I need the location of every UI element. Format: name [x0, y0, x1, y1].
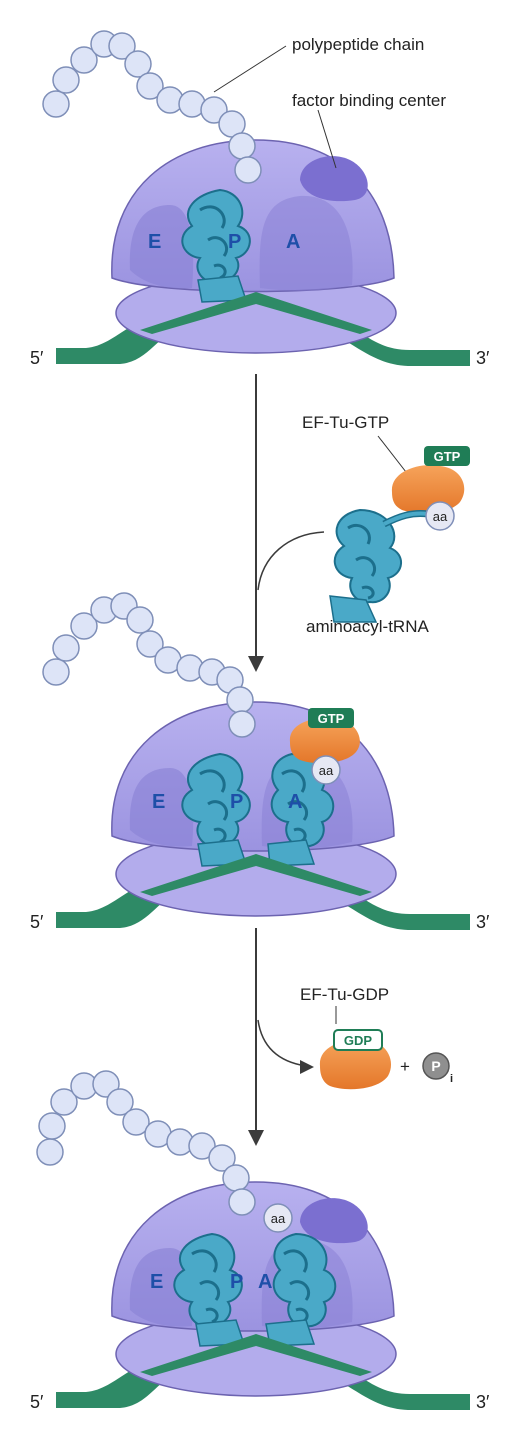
ribosome-1: E P A: [56, 139, 470, 366]
leader-line: [377, 435, 407, 473]
site-e-label: E: [148, 231, 161, 253]
aminoacyl-trna-label: aminoacyl-tRNA: [306, 617, 429, 636]
gtp-badge-label: GTP: [434, 449, 461, 464]
arrow-2: [248, 928, 314, 1146]
site-e-pocket: [129, 205, 194, 289]
aa-bead: [425, 501, 455, 531]
ef-tu-gtp-label: EF-Tu-GTP: [302, 413, 389, 432]
phosphate-subscript: i: [450, 1073, 453, 1085]
polypeptide-chain: [42, 30, 262, 184]
trna-p-site: [181, 752, 251, 867]
site-e-pocket: [129, 768, 194, 847]
ribosome-3: aa E P A: [56, 1181, 470, 1410]
ef-tu-blob: [319, 1039, 392, 1090]
leader-line: [213, 45, 287, 93]
incoming-arrow-curve: [257, 531, 325, 591]
incoming-ternary-complex: EF-Tu-GTP GTP aa aminoacyl-tRNA: [302, 413, 470, 636]
leader-line: [317, 109, 337, 169]
aa-label: aa: [433, 509, 448, 524]
ef-tu-gdp-label: EF-Tu-GDP: [300, 985, 389, 1004]
site-e-label: E: [150, 1271, 163, 1293]
incoming-trna: [329, 508, 429, 623]
factor-center-label: factor binding center: [292, 91, 446, 110]
site-a-label: A: [258, 1271, 272, 1293]
stage-1: E P A polypeptide chain factor binding c…: [30, 30, 490, 368]
trna-a-site: [265, 1232, 337, 1347]
three-prime-label: 3′: [476, 348, 490, 368]
arrow-1: [248, 374, 325, 672]
stage-2: GTP aa E P A 5′ 3′: [30, 592, 490, 932]
mrna-codons: [140, 854, 372, 896]
mrna-codons: [140, 1334, 372, 1376]
factor-binding-center: [300, 156, 368, 202]
release-arrow-head: [300, 1060, 314, 1074]
ef-tu-blob: [391, 465, 465, 514]
five-prime-label: 5′: [30, 1392, 44, 1412]
trna-p-site: [181, 188, 251, 303]
trna-loops: [199, 205, 229, 280]
released-ef-tu: EF-Tu-GDP GDP + P i: [300, 985, 453, 1090]
site-e-label: E: [152, 791, 165, 813]
gtp-badge: [424, 446, 470, 466]
polypeptide-chain: [42, 592, 256, 738]
site-e-pocket: [129, 1248, 194, 1327]
gdp-badge: [333, 1029, 383, 1051]
five-prime-label: 5′: [30, 348, 44, 368]
mrna-strand-right: [320, 318, 470, 366]
mrna-strand-right: [320, 1362, 470, 1410]
aa-label: aa: [319, 763, 334, 778]
five-prime-label: 5′: [30, 912, 44, 932]
phosphate-label: P: [431, 1058, 440, 1074]
ef-tu-blob: [289, 717, 360, 764]
gtp-badge: [308, 708, 354, 728]
site-a-label: A: [288, 791, 302, 813]
mrna-codons: [140, 292, 372, 334]
aa-label: aa: [271, 1211, 286, 1226]
polypeptide-chain: [36, 1070, 256, 1216]
site-p-label: P: [230, 1271, 243, 1293]
three-prime-label: 3′: [476, 912, 490, 932]
ribosome-2: GTP aa E P A: [56, 701, 470, 930]
release-arrow-curve: [257, 1019, 307, 1067]
polypeptide-label: polypeptide chain: [292, 35, 424, 54]
aa-bead: [263, 1203, 293, 1233]
stage-3: aa E P A 5′ 3′: [30, 1070, 490, 1412]
phosphate-icon: [422, 1052, 450, 1080]
three-prime-label: 3′: [476, 1392, 490, 1412]
site-a-pocket: [259, 195, 353, 291]
trna-p-site: [173, 1232, 246, 1347]
mrna-strand-right: [320, 882, 470, 930]
site-p-label: P: [228, 231, 241, 253]
plus-sign: +: [400, 1057, 410, 1076]
gdp-badge-label: GDP: [344, 1033, 373, 1048]
site-p-label: P: [230, 791, 243, 813]
gtp-badge-label: GTP: [318, 711, 345, 726]
aa-bead: [311, 755, 341, 785]
site-a-label: A: [286, 231, 300, 253]
factor-binding-center: [300, 1198, 368, 1244]
